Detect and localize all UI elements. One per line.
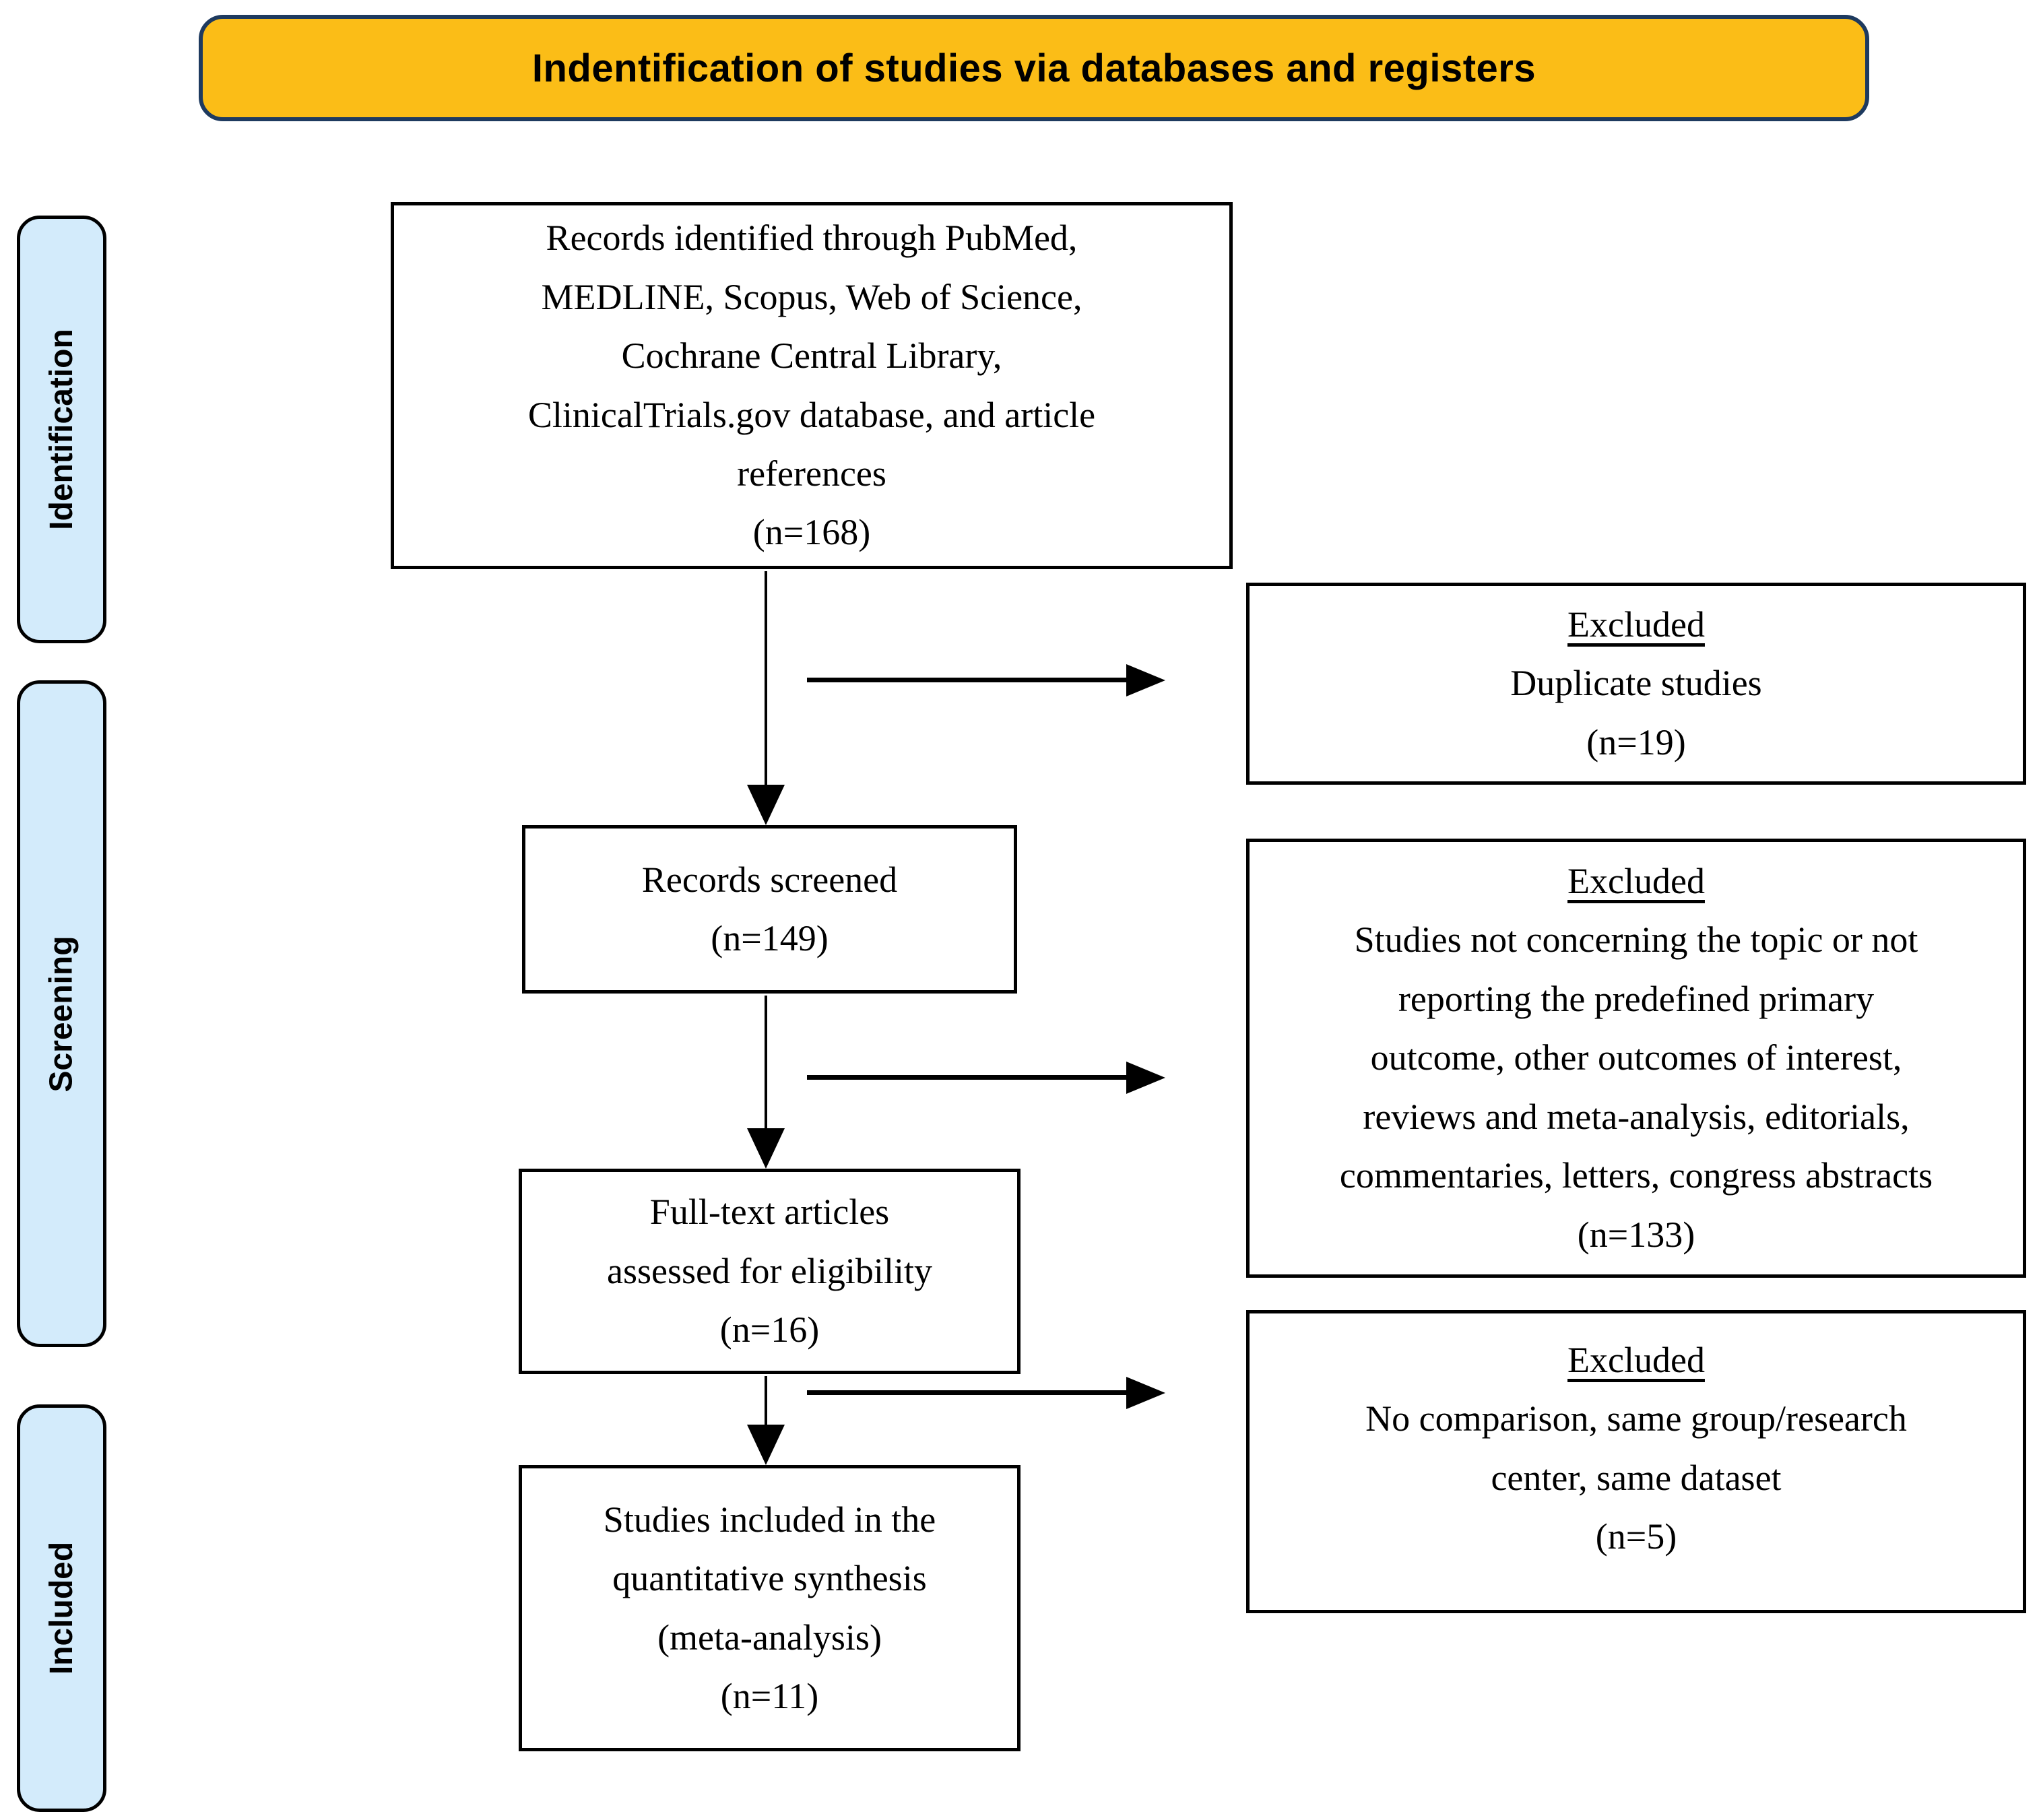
stage-label-included: Included xyxy=(17,1404,106,1812)
flow-box-studies-included: Studies included in the quantitative syn… xyxy=(519,1465,1020,1751)
excluded-box-duplicates: Excluded Duplicate studies (n=19) xyxy=(1246,583,2026,785)
excluded-body: Studies not concerning the topic or not … xyxy=(1339,919,1933,1255)
arrow-branch-no-comparison-line xyxy=(807,1390,1129,1395)
flow-box-records-identified: Records identified through PubMed, MEDLI… xyxy=(391,202,1233,569)
arrow-identified-to-screened-line xyxy=(765,571,767,793)
arrow-branch-not-relevant-head xyxy=(1126,1062,1165,1094)
excluded-box-no-comparison: Excluded No comparison, same group/resea… xyxy=(1246,1310,2026,1613)
excluded-heading: Excluded xyxy=(1567,1340,1705,1380)
excluded-body: No comparison, same group/research cente… xyxy=(1365,1398,1907,1557)
banner-title: Indentification of studies via databases… xyxy=(199,15,1869,121)
flow-box-records-screened: Records screened (n=149) xyxy=(522,825,1017,994)
arrow-fulltext-to-included-head xyxy=(747,1425,785,1465)
excluded-body: Duplicate studies (n=19) xyxy=(1510,663,1762,762)
arrow-branch-duplicates-head xyxy=(1126,664,1165,696)
excluded-heading: Excluded xyxy=(1567,604,1705,645)
arrow-fulltext-to-included-line xyxy=(765,1376,767,1430)
arrow-branch-no-comparison-head xyxy=(1126,1377,1165,1409)
stage-label-identification-text: Identification xyxy=(44,329,80,530)
stage-label-screening: Screening xyxy=(17,680,106,1347)
arrow-identified-to-screened-head xyxy=(747,785,785,825)
flow-box-fulltext-assessed: Full-text articles assessed for eligibil… xyxy=(519,1169,1020,1374)
arrow-branch-duplicates-line xyxy=(807,678,1129,682)
arrow-branch-not-relevant-line xyxy=(807,1075,1129,1080)
stage-label-included-text: Included xyxy=(44,1541,79,1675)
excluded-heading: Excluded xyxy=(1567,860,1705,901)
stage-label-identification: Identification xyxy=(17,216,106,643)
excluded-box-not-relevant: Excluded Studies not concerning the topi… xyxy=(1246,839,2026,1278)
stage-label-screening-text: Screening xyxy=(44,935,80,1093)
arrow-screened-to-fulltext-head xyxy=(747,1128,785,1169)
arrow-screened-to-fulltext-line xyxy=(765,996,767,1130)
